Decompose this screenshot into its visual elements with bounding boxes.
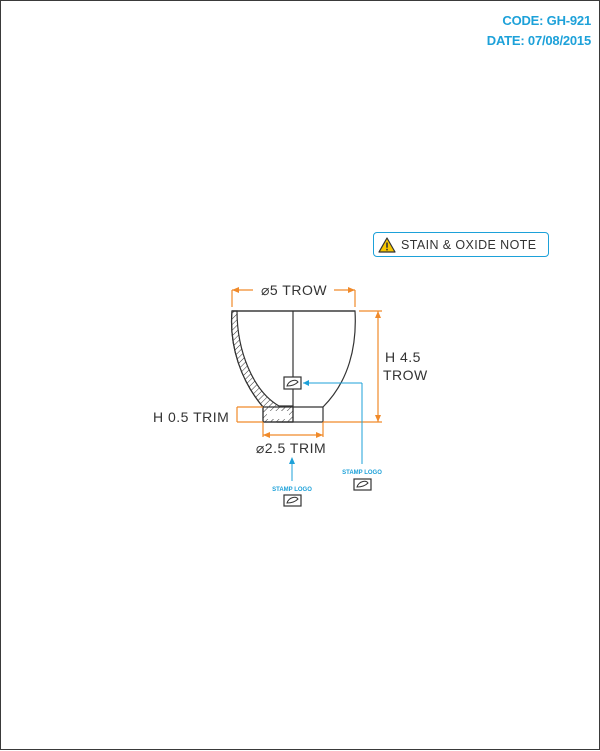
stain-oxide-note-button[interactable]: STAIN & OXIDE NOTE [373, 232, 549, 257]
note-label: STAIN & OXIDE NOTE [401, 237, 537, 252]
stamp-logo-icon [283, 376, 302, 390]
leader-foot-stamp [289, 457, 295, 481]
dimension-foot-diameter [262, 422, 324, 438]
foot-height-label: H 0.5 TRIM [153, 409, 229, 425]
warning-triangle-icon [378, 236, 396, 253]
foot-hole [267, 411, 289, 419]
title-block: CODE: GH-921 DATE: 07/08/2015 [487, 11, 591, 51]
foot-diameter-label: ⌀2.5 TRIM [256, 440, 326, 456]
stamp-logo-icon [353, 478, 372, 491]
wall-section-hatch [230, 310, 294, 423]
dimension-top-diameter [231, 287, 356, 307]
stamp-logo-callout-inner: STAMP LOGO [342, 470, 382, 476]
stamp-logo-callout-foot: STAMP LOGO [272, 487, 312, 493]
drawing-date: DATE: 07/08/2015 [486, 33, 591, 48]
height-label-line2: TROW [383, 367, 428, 383]
dimension-height [323, 310, 382, 423]
stamp-logo-icon [283, 494, 302, 507]
height-label-line1: H 4.5 [385, 349, 421, 365]
top-diameter-label: ⌀5 TROW [261, 282, 327, 298]
leader-inner-stamp [303, 380, 363, 464]
bowl-profile [230, 310, 356, 423]
product-code: CODE: GH-921 [502, 13, 591, 28]
dimension-foot-height [236, 406, 263, 423]
